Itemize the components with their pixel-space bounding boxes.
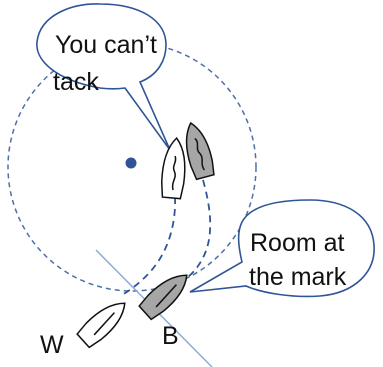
callout-right-bubble [189, 199, 375, 298]
boat-grey-center-sail [194, 137, 206, 171]
callout-right-line2: the mark [249, 263, 347, 291]
callout-left-bubble [36, 3, 171, 151]
boat-w [76, 302, 126, 349]
boat-w-sail [93, 312, 115, 336]
mark-zone-circle [7, 42, 257, 292]
boat-white-center [160, 136, 186, 200]
boat-b-label: B [162, 322, 179, 350]
boat-w-hull [76, 302, 126, 349]
track-grey-boat [187, 179, 212, 278]
boat-w-label: W [40, 331, 64, 359]
track-white-boat [119, 196, 176, 297]
callout-right-line1: Room at [250, 229, 345, 257]
mark-buoy [125, 157, 137, 169]
boat-grey-center-hull [185, 121, 215, 181]
boat-white-center-sail [171, 155, 177, 191]
boat-grey-center [185, 121, 215, 181]
boat-b [138, 274, 188, 321]
callout-left-line1: You can’t [55, 31, 157, 59]
callout-left-line2: tack [53, 68, 99, 96]
boat-b-sail [155, 284, 177, 308]
